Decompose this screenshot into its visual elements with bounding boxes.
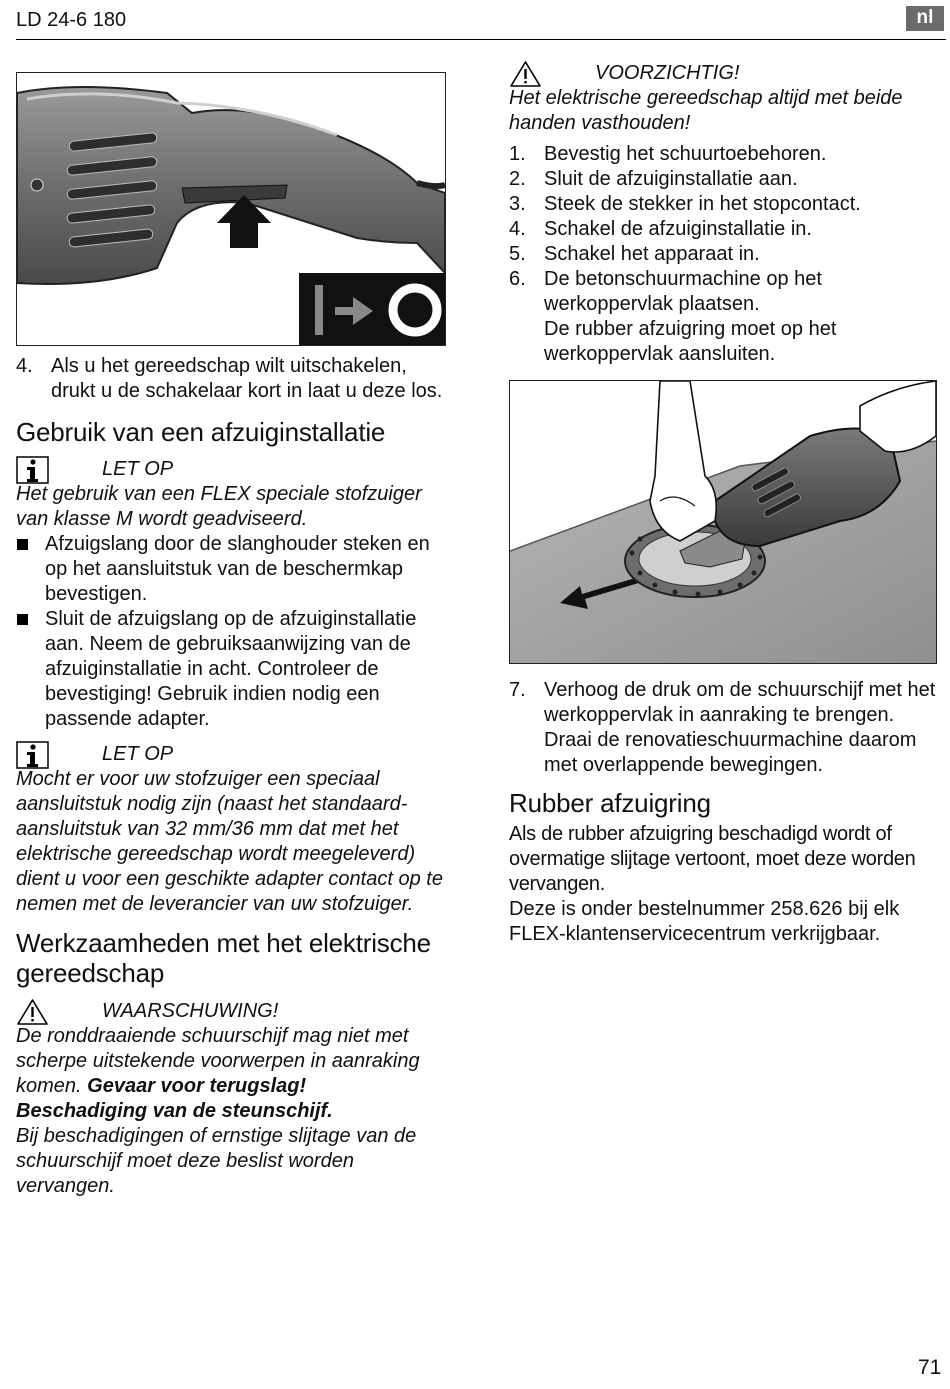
list-item: 7. Verhoog de druk om de schuurschijf met… bbox=[509, 678, 941, 778]
language-badge: nl bbox=[906, 6, 944, 31]
left-column: 4. Als u het gereedschap wilt uitschakel… bbox=[16, 72, 448, 1199]
operation-steps: 1. Bevestig het schuurtoebehoren. 2. Sluit… bbox=[509, 142, 941, 367]
info-icon bbox=[16, 741, 49, 769]
step-text: Steek de stekker in het stopcontact. bbox=[544, 193, 861, 215]
heading-rubber-ring: Rubber afzuigring bbox=[509, 788, 711, 818]
step-text: Als u het gereedschap wilt uitschakelen,… bbox=[51, 355, 443, 402]
note-2-title: LET OP bbox=[102, 743, 174, 765]
grinder-handle-illustration bbox=[17, 86, 445, 345]
note-2-header: LET OP bbox=[16, 741, 448, 769]
step-extra-text: De rubber afzuigring moet op het werkopp… bbox=[544, 318, 837, 365]
warning-backing-pad: Beschadiging van de steunschijf. bbox=[16, 1100, 333, 1122]
step-text: Schakel het apparaat in. bbox=[544, 243, 760, 265]
note-1-text: Het gebruik van een FLEX speciale stofzu… bbox=[16, 483, 422, 530]
sander-on-surface-illustration bbox=[510, 381, 936, 663]
step-number: 6. bbox=[509, 268, 526, 290]
warning-kickback: Gevaar voor terugslag! bbox=[87, 1075, 307, 1097]
warning-header: WAARSCHUWING! bbox=[16, 998, 448, 1025]
step-number: 7. bbox=[509, 679, 526, 701]
warning-text-2: Bij beschadigingen of ernstige slijtage … bbox=[16, 1125, 417, 1197]
heading-extraction: Gebruik van een afzuiginstallatie bbox=[16, 417, 386, 447]
bullet-marker bbox=[17, 539, 28, 550]
right-column: VOORZICHTIG! Het elektrische gereedschap… bbox=[509, 60, 941, 947]
caution-title: VOORZICHTIG! bbox=[595, 62, 740, 84]
list-item: 5. Schakel het apparaat in. bbox=[509, 242, 941, 267]
step-number: 2. bbox=[509, 168, 526, 190]
pressure-step: 7. Verhoog de druk om de schuurschijf met… bbox=[509, 678, 941, 778]
list-item: Afzuigslang door de slanghouder steken e… bbox=[16, 532, 448, 607]
bullet-text: Sluit de afzuigslang op de afzuiginstall… bbox=[45, 608, 417, 730]
step-number: 4. bbox=[509, 218, 526, 240]
switch-off-figure bbox=[16, 72, 446, 346]
document-model: LD 24-6 180 bbox=[16, 9, 127, 31]
step-number: 4. bbox=[16, 355, 33, 377]
warning-title: WAARSCHUWING! bbox=[102, 1000, 279, 1022]
list-item: 4. Als u het gereedschap wilt uitschakel… bbox=[16, 354, 448, 404]
warning-triangle-icon bbox=[17, 999, 48, 1025]
warning-text: De ronddraaiende schuurschijf mag niet m… bbox=[16, 1024, 448, 1199]
extraction-bullets: Afzuigslang door de slanghouder steken e… bbox=[16, 532, 448, 732]
list-item: 2. Sluit de afzuiginstallatie aan. bbox=[509, 167, 941, 192]
header-divider bbox=[16, 39, 946, 40]
warning-triangle-icon bbox=[510, 61, 541, 87]
step-text: Sluit de afzuiginstallatie aan. bbox=[544, 168, 798, 190]
list-item: 6. De betonschuurmachine op het werkopper… bbox=[509, 267, 941, 367]
bullet-text: Afzuigslang door de slanghouder steken e… bbox=[45, 533, 430, 605]
switch-off-step: 4. Als u het gereedschap wilt uitschakel… bbox=[16, 354, 448, 404]
step-text: De betonschuurmachine op het werkoppervl… bbox=[544, 268, 822, 315]
sanding-figure bbox=[509, 380, 937, 664]
bullet-marker bbox=[17, 614, 28, 625]
ring-text-1: Als de rubber afzuigring beschadigd word… bbox=[509, 823, 916, 895]
note-1-title: LET OP bbox=[102, 458, 174, 480]
step-number: 1. bbox=[509, 143, 526, 165]
list-item: Sluit de afzuigslang op de afzuiginstall… bbox=[16, 607, 448, 732]
warning-text-1: De ronddraaiende schuurschijf mag niet m… bbox=[16, 1025, 420, 1097]
list-item: 1. Bevestig het schuurtoebehoren. bbox=[509, 142, 941, 167]
step-number: 5. bbox=[509, 243, 526, 265]
note-2-text: Mocht er voor uw stofzuiger een speciaal… bbox=[16, 768, 443, 915]
step-number: 3. bbox=[509, 193, 526, 215]
info-icon bbox=[16, 456, 49, 484]
step-text: Verhoog de druk om de schuurschijf met h… bbox=[544, 679, 936, 776]
list-item: 4. Schakel de afzuiginstallatie in. bbox=[509, 217, 941, 242]
note-1-header: LET OP bbox=[16, 456, 448, 484]
heading-work: Werkzaamheden met het elektrische gereed… bbox=[16, 928, 431, 988]
step-text: Schakel de afzuiginstallatie in. bbox=[544, 218, 812, 240]
list-item: 3. Steek de stekker in het stopcontact. bbox=[509, 192, 941, 217]
caution-text: Het elektrische gereedschap altijd met b… bbox=[509, 87, 903, 134]
page-number: 71 bbox=[918, 1356, 942, 1379]
ring-text-2: Deze is onder bestelnummer 258.626 bij e… bbox=[509, 898, 900, 945]
step-text: Bevestig het schuurtoebehoren. bbox=[544, 143, 827, 165]
caution-header: VOORZICHTIG! bbox=[509, 60, 941, 87]
